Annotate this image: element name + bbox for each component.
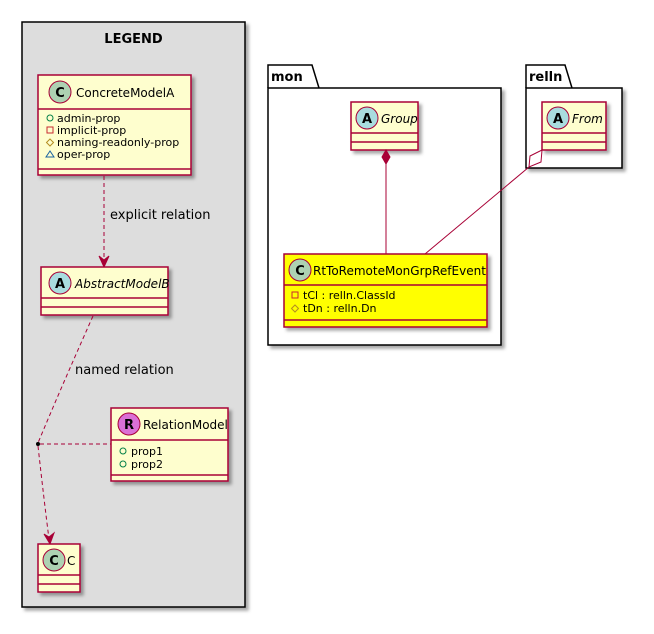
- svg-text:A: A: [362, 112, 372, 127]
- public-visibility-icon: [119, 460, 127, 468]
- svg-text:C: C: [55, 86, 65, 101]
- class-name: RtToRemoteMonGrpRefEvent: [313, 264, 486, 278]
- explicit-relation-arrow: [98, 176, 110, 269]
- class-name: AbstractModelB: [74, 277, 170, 291]
- attr-label: tCl : relln.ClassId: [303, 289, 396, 302]
- class-badge-icon: C: [42, 548, 66, 572]
- package-visibility-icon: [45, 150, 55, 158]
- protected-visibility-icon: [45, 138, 55, 147]
- svg-text:A: A: [553, 112, 563, 127]
- abstract-badge-icon: A: [546, 106, 570, 130]
- class-badge-icon: C: [288, 258, 312, 282]
- public-visibility-icon: [46, 114, 54, 122]
- class-name: ConcreteModelA: [76, 86, 175, 100]
- class-relation-model[interactable]: R RelationModel prop1 prop2: [110, 407, 229, 482]
- svg-text:C: C: [295, 264, 305, 279]
- prop-label: admin-prop: [57, 112, 120, 125]
- prop-label: prop2: [131, 458, 163, 471]
- named-relation-line: [36, 315, 111, 546]
- svg-text:A: A: [55, 277, 65, 292]
- class-group[interactable]: A Group: [350, 101, 419, 151]
- class-concrete-model-a[interactable]: C ConcreteModelA admin-prop implicit-pro…: [37, 74, 192, 176]
- attr-label: tDn : relln.Dn: [303, 302, 377, 315]
- class-name: Group: [381, 112, 418, 126]
- protected-visibility-icon: [290, 304, 300, 313]
- named-relation-label: named relation: [75, 363, 174, 378]
- prop-label: implicit-prop: [57, 124, 126, 137]
- class-badge-icon: C: [48, 80, 72, 104]
- prop-label: oper-prop: [57, 148, 110, 161]
- class-abstract-model-b[interactable]: A AbstractModelB: [40, 266, 170, 316]
- prop-label: prop1: [131, 445, 163, 458]
- class-name: C: [67, 554, 75, 568]
- svg-text:C: C: [49, 554, 59, 569]
- explicit-relation-label: explicit relation: [110, 208, 210, 223]
- class-rt-to-remote-mon-grp-ref-event[interactable]: C RtToRemoteMonGrpRefEvent tCl : relln.C…: [283, 253, 488, 328]
- prop-label: naming-readonly-prop: [57, 136, 179, 149]
- relation-badge-icon: R: [117, 412, 141, 436]
- svg-text:R: R: [124, 418, 134, 433]
- abstract-badge-icon: A: [48, 271, 72, 295]
- composition-link: [381, 148, 391, 254]
- public-visibility-icon: [119, 447, 127, 455]
- class-from[interactable]: A From: [541, 101, 607, 151]
- abstract-badge-icon: A: [355, 106, 379, 130]
- package-name: mon: [271, 70, 303, 85]
- private-visibility-icon: [291, 291, 299, 299]
- private-visibility-icon: [46, 126, 54, 134]
- legend-title: LEGEND: [104, 32, 163, 47]
- aggregation-link: [424, 149, 543, 255]
- class-name: From: [572, 112, 603, 126]
- class-name: RelationModel: [143, 418, 228, 432]
- package-name: relln: [529, 70, 562, 85]
- class-c[interactable]: C C: [37, 543, 81, 593]
